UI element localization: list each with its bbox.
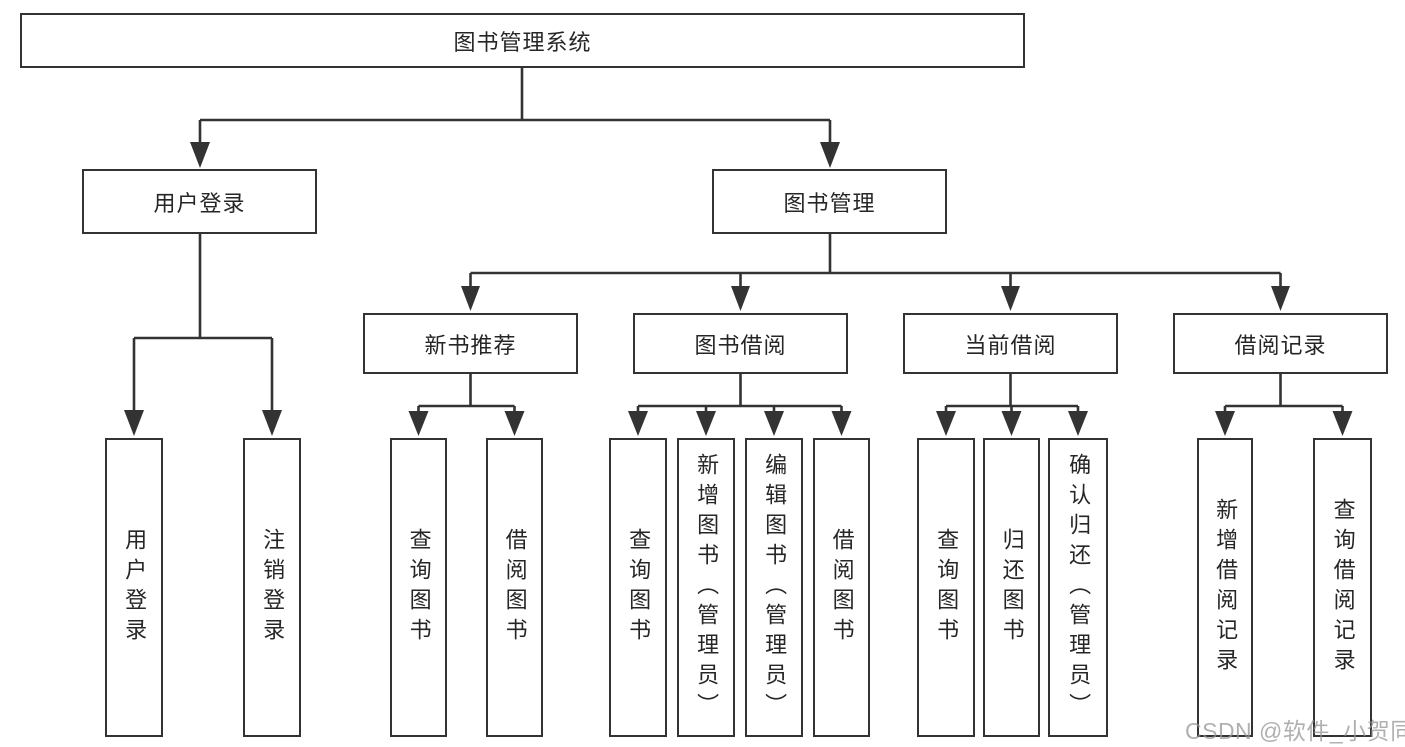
node-borrow-records: 借阅记录 (1173, 313, 1388, 374)
node-nbr-borrow-book: 借阅图书 (486, 438, 543, 737)
node-nbr-query-book-label: 查询图书 (406, 527, 432, 648)
node-bb-borrow-book-label: 借阅图书 (829, 527, 855, 648)
node-current-borrow: 当前借阅 (903, 313, 1118, 374)
node-bb-query-book: 查询图书 (609, 438, 667, 737)
node-user-login: 用户登录 (82, 169, 317, 234)
node-cb-confirm-return-label: 确认归还（管理员） (1066, 452, 1092, 723)
node-root-label: 图书管理系统 (453, 29, 592, 55)
node-cb-return-book: 归还图书 (983, 438, 1040, 737)
node-book-borrow-label: 图书借阅 (694, 332, 787, 358)
node-user-login-leaf-label: 用户登录 (122, 527, 148, 648)
node-nbr-borrow-book-label: 借阅图书 (502, 527, 528, 648)
node-bb-query-book-label: 查询图书 (626, 527, 652, 648)
node-book-management: 图书管理 (712, 169, 947, 234)
node-cb-confirm-return: 确认归还（管理员） (1048, 438, 1108, 737)
node-br-add-record: 新增借阅记录 (1197, 438, 1253, 737)
node-bb-add-book-label: 新增图书（管理员） (694, 452, 720, 723)
node-cb-query-book-label: 查询图书 (934, 527, 960, 648)
node-borrow-records-label: 借阅记录 (1234, 332, 1327, 358)
node-logout-leaf: 注销登录 (243, 438, 301, 737)
node-bb-edit-book-label: 编辑图书（管理员） (762, 452, 788, 723)
node-cb-return-book-label: 归还图书 (999, 527, 1025, 648)
node-current-borrow-label: 当前借阅 (964, 332, 1057, 358)
watermark-text: CSDN @软件_小贺同学 (1185, 718, 1405, 744)
node-logout-leaf-label: 注销登录 (260, 527, 286, 648)
node-nbr-query-book: 查询图书 (390, 438, 447, 737)
node-new-book-recommend-label: 新书推荐 (424, 332, 517, 358)
node-book-management-label: 图书管理 (783, 190, 876, 216)
node-book-borrow: 图书借阅 (633, 313, 848, 374)
node-br-query-record: 查询借阅记录 (1313, 438, 1372, 737)
node-bb-add-book: 新增图书（管理员） (677, 438, 735, 737)
arrowheads (124, 142, 1353, 436)
node-br-query-record-label: 查询借阅记录 (1330, 497, 1356, 678)
node-cb-query-book: 查询图书 (917, 438, 975, 737)
node-br-add-record-label: 新增借阅记录 (1213, 497, 1239, 678)
node-root: 图书管理系统 (20, 13, 1025, 68)
node-user-login-label: 用户登录 (153, 190, 246, 216)
node-bb-edit-book: 编辑图书（管理员） (745, 438, 803, 737)
node-bb-borrow-book: 借阅图书 (813, 438, 870, 737)
node-user-login-leaf: 用户登录 (105, 438, 163, 737)
node-new-book-recommend: 新书推荐 (363, 313, 578, 374)
